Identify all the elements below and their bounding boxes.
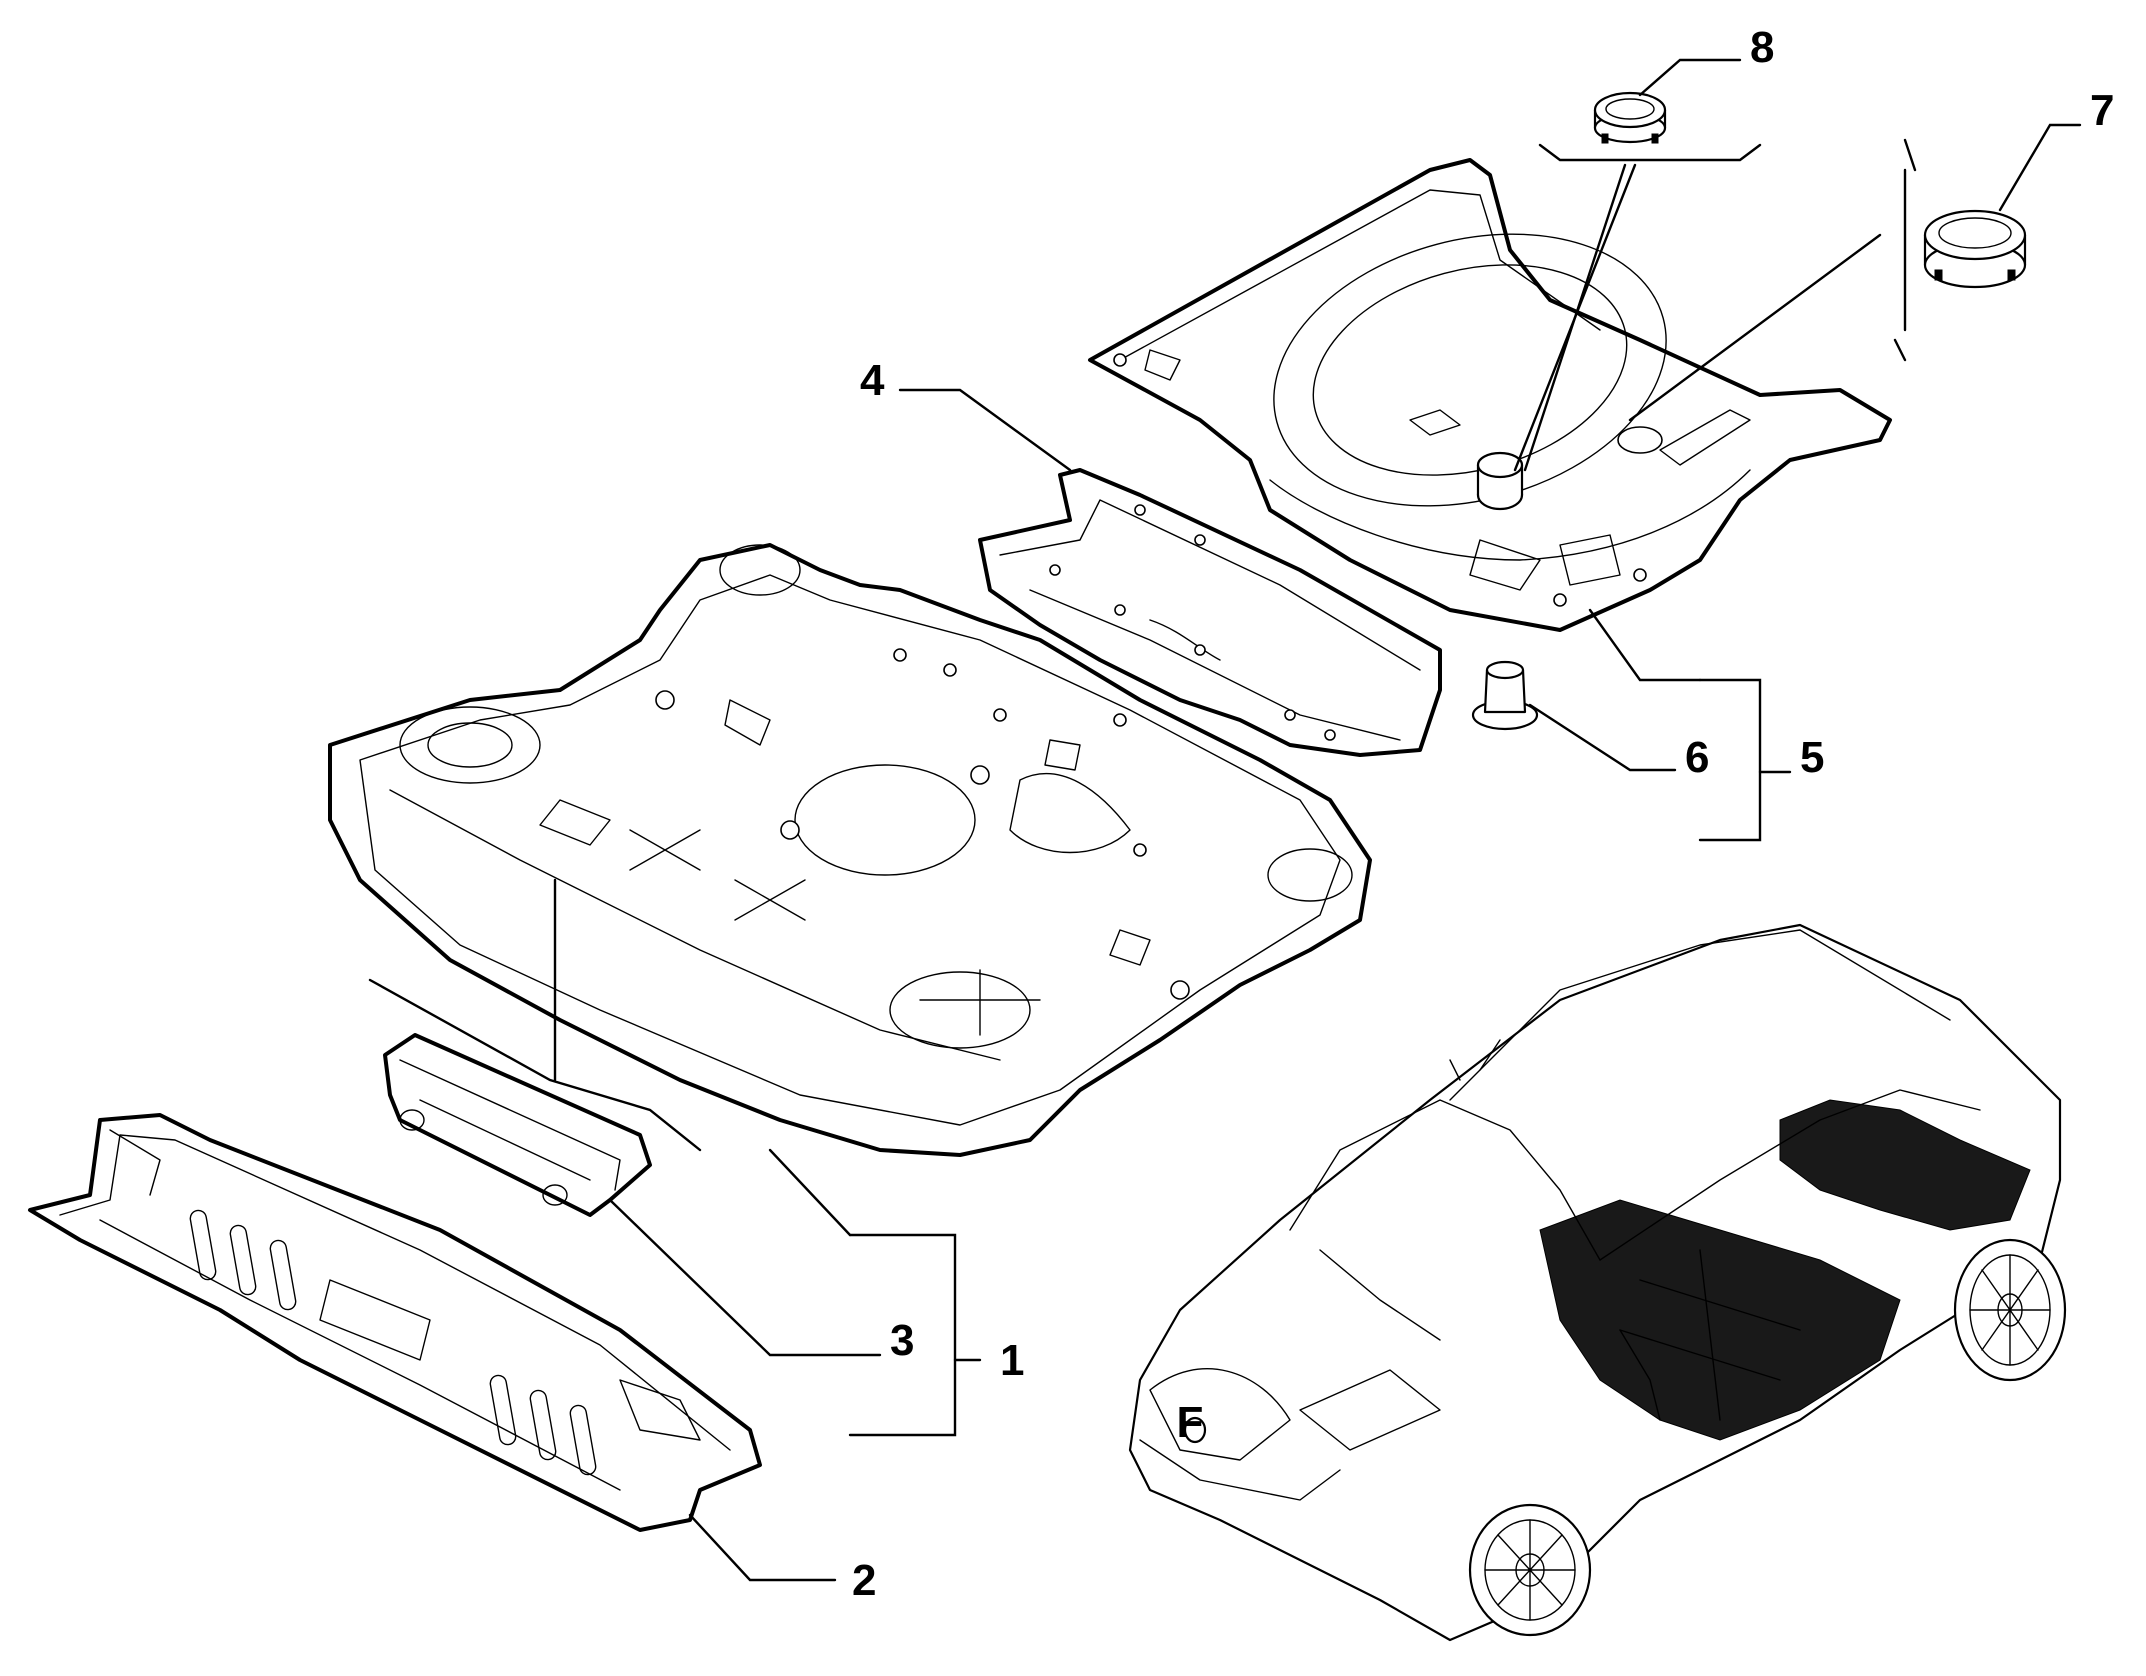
callout-numbers: 1 2 3 4 5 6 7 8: [852, 23, 2114, 1605]
callout-1: 1: [1000, 1336, 1024, 1385]
floor-panel: [328, 543, 1372, 1157]
callout-2: 2: [852, 1556, 876, 1605]
car-overview: F: [1128, 923, 2067, 1642]
rear-floor-cross-rail: [978, 468, 1442, 757]
callout-3: 3: [890, 1316, 914, 1365]
callout-7: 7: [2090, 86, 2114, 135]
leader-lines: [368, 58, 2082, 1582]
callout-4: 4: [860, 356, 885, 405]
callout-8: 8: [1750, 23, 1774, 72]
brand-emblem: F: [1177, 1398, 1204, 1447]
callout-5: 5: [1800, 733, 1824, 782]
rear-floor-spare-wheel-well: [1088, 158, 1892, 632]
small-plug: [1593, 91, 1667, 144]
callout-6: 6: [1685, 733, 1709, 782]
large-plug: [1923, 209, 2027, 289]
rear-cross-member: [28, 1113, 762, 1532]
rubber-bump-stop: [1471, 660, 1539, 731]
